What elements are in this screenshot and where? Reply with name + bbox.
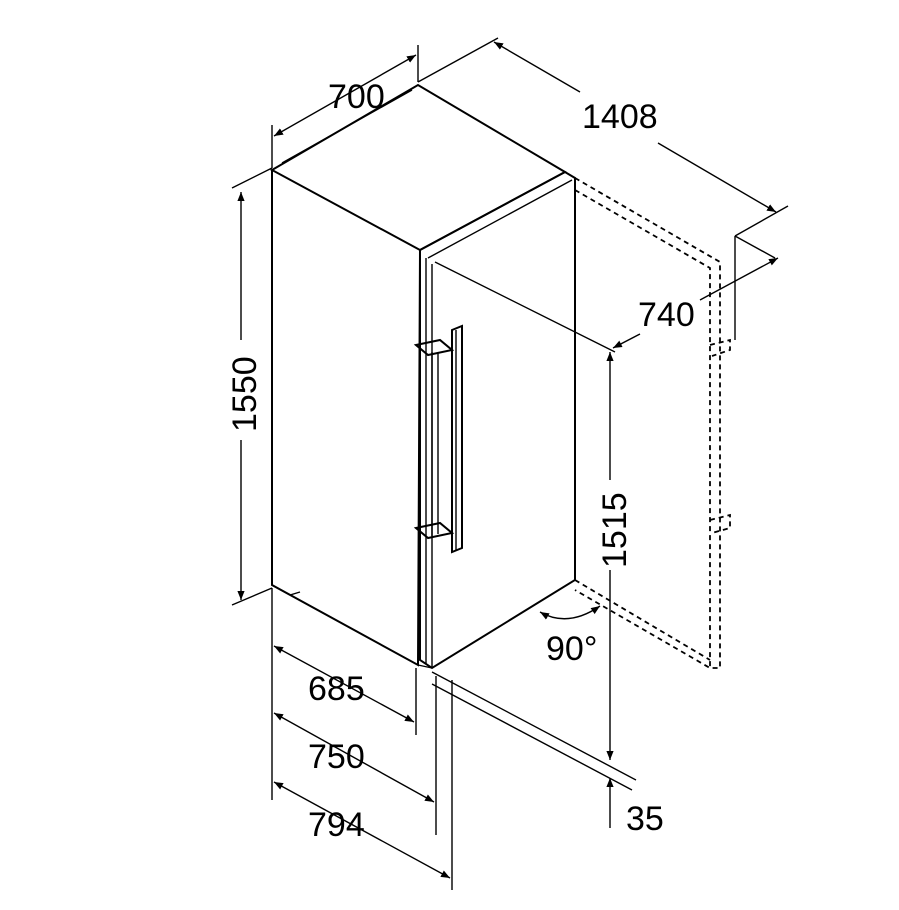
door-front bbox=[419, 170, 576, 670]
dim-1408-label: 1408 bbox=[582, 98, 658, 136]
dim-1515: 1515 bbox=[596, 352, 634, 760]
dim-794: 794 bbox=[273, 781, 451, 879]
dim-750-label: 750 bbox=[308, 738, 365, 776]
dim-1550-label: 1550 bbox=[226, 356, 264, 432]
dim-700: 700 bbox=[271, 45, 419, 168]
dim-1515-label: 1515 bbox=[596, 492, 634, 568]
dim-685: 685 bbox=[273, 645, 415, 723]
dim-700-label: 700 bbox=[328, 78, 385, 116]
dim-90: 90° bbox=[539, 605, 601, 668]
door-handle bbox=[413, 324, 463, 554]
dim-90-label: 90° bbox=[546, 630, 597, 668]
dim-1550: 1550 bbox=[226, 167, 273, 606]
dim-740-label: 740 bbox=[638, 296, 695, 334]
dim-685-label: 685 bbox=[308, 670, 365, 708]
dim-35-label: 35 bbox=[626, 800, 664, 838]
open-door-outline bbox=[574, 177, 731, 669]
dim-1408: 1408 bbox=[417, 37, 789, 237]
cabinet-top bbox=[269, 83, 568, 252]
dim-750: 750 bbox=[273, 712, 435, 803]
cabinet bbox=[269, 83, 576, 670]
dim-794-label: 794 bbox=[308, 806, 365, 844]
dim-35: 35 bbox=[431, 671, 664, 838]
dim-740: 740 bbox=[434, 235, 779, 353]
cabinet-side bbox=[271, 170, 421, 667]
